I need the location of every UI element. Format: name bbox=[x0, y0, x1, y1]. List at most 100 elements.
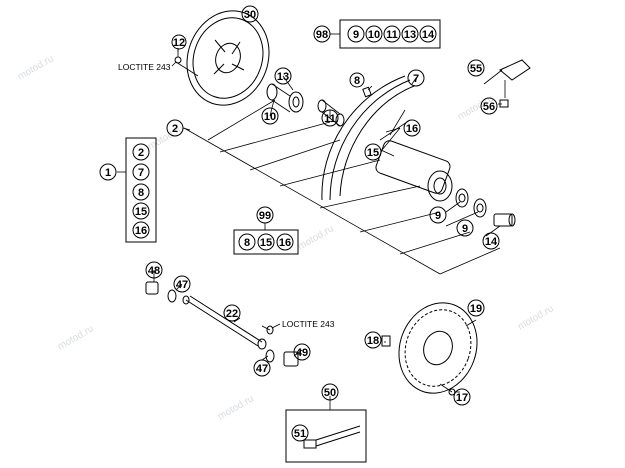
callout-9-right[interactable]: 9 bbox=[456, 219, 474, 237]
svg-text:14: 14 bbox=[485, 236, 498, 248]
svg-text:55: 55 bbox=[470, 63, 482, 75]
watermark: motod.ru bbox=[216, 393, 256, 422]
svg-text:15: 15 bbox=[135, 206, 147, 218]
svg-text:98: 98 bbox=[316, 29, 328, 41]
wheel-bearings-9 bbox=[455, 188, 487, 218]
watermark: motod.ru bbox=[56, 323, 96, 352]
svg-text:19: 19 bbox=[470, 303, 482, 315]
small-bolt bbox=[266, 325, 274, 335]
svg-text:11: 11 bbox=[324, 113, 336, 125]
washer-47-bottom bbox=[265, 349, 275, 363]
svg-text:12: 12 bbox=[173, 37, 185, 49]
svg-text:16: 16 bbox=[135, 225, 147, 237]
svg-text:2: 2 bbox=[138, 147, 144, 159]
valve-55 bbox=[499, 59, 531, 98]
axle-nut-48 bbox=[145, 281, 159, 295]
watermark: motod.ru bbox=[296, 223, 336, 252]
group-98-item[interactable]: 14 bbox=[419, 25, 437, 43]
svg-text:15: 15 bbox=[260, 237, 272, 249]
wheel-axle bbox=[182, 295, 267, 350]
svg-text:22: 22 bbox=[226, 308, 238, 320]
svg-text:49: 49 bbox=[296, 347, 308, 359]
callout-14[interactable]: 14 bbox=[482, 232, 500, 250]
group-1-item[interactable]: 15 bbox=[132, 202, 150, 220]
callout-19[interactable]: 19 bbox=[467, 299, 485, 317]
svg-text:7: 7 bbox=[138, 167, 144, 179]
loctite-note-top: LOCTITE 243 bbox=[118, 62, 171, 72]
watermark: motod.ru bbox=[516, 303, 556, 332]
washer-47-top bbox=[167, 289, 177, 303]
nipple-8 bbox=[362, 86, 372, 98]
svg-text:7: 7 bbox=[413, 73, 419, 85]
group-99: 99 8 15 16 bbox=[233, 206, 299, 255]
group-1-item[interactable]: 16 bbox=[132, 221, 150, 239]
group-1-item[interactable]: 8 bbox=[132, 183, 150, 201]
group-99-item[interactable]: 15 bbox=[257, 233, 275, 251]
callout-17[interactable]: 17 bbox=[453, 388, 471, 406]
callout-56[interactable]: 56 bbox=[480, 97, 498, 115]
callout-1[interactable]: 1 bbox=[99, 163, 117, 181]
callout-9-left[interactable]: 9 bbox=[429, 206, 447, 224]
group-98-item[interactable]: 9 bbox=[347, 25, 365, 43]
brake-disc bbox=[186, 10, 270, 106]
group-1-item[interactable]: 2 bbox=[132, 143, 150, 161]
group-99-item[interactable]: 16 bbox=[276, 233, 294, 251]
callout-16[interactable]: 16 bbox=[403, 119, 421, 137]
callout-13[interactable]: 13 bbox=[274, 67, 292, 85]
callout-15[interactable]: 15 bbox=[364, 143, 382, 161]
sprocket-bolt-17 bbox=[439, 383, 456, 396]
callout-2[interactable]: 2 bbox=[166, 119, 184, 137]
group-98-item[interactable]: 11 bbox=[383, 25, 401, 43]
callout-10[interactable]: 10 bbox=[261, 107, 279, 125]
svg-text:11: 11 bbox=[386, 29, 398, 41]
callout-12[interactable]: 12 bbox=[171, 34, 187, 50]
group-1-item[interactable]: 7 bbox=[132, 163, 150, 181]
group-98: 98 9 10 11 13 14 bbox=[313, 19, 441, 49]
wheel-rim bbox=[321, 75, 415, 201]
svg-text:15: 15 bbox=[367, 147, 379, 159]
svg-text:30: 30 bbox=[244, 9, 256, 21]
group-98-item[interactable]: 13 bbox=[401, 25, 419, 43]
svg-text:8: 8 bbox=[354, 75, 360, 87]
callout-22[interactable]: 22 bbox=[223, 304, 241, 322]
callout-48[interactable]: 48 bbox=[145, 261, 163, 279]
svg-text:13: 13 bbox=[277, 71, 289, 83]
callouts: 30 12 13 11 8 7 2 10 16 15 1 55 56 9 9 1… bbox=[99, 5, 500, 442]
callout-55[interactable]: 55 bbox=[467, 59, 485, 77]
callout-47-top[interactable]: 47 bbox=[173, 275, 191, 293]
callout-11[interactable]: 11 bbox=[321, 109, 339, 127]
callout-51[interactable]: 51 bbox=[291, 424, 309, 442]
svg-text:99: 99 bbox=[259, 210, 271, 222]
callout-18[interactable]: 18 bbox=[364, 331, 382, 349]
nut-56 bbox=[499, 99, 509, 108]
svg-text:10: 10 bbox=[264, 111, 276, 123]
group-1: 2 7 8 15 16 bbox=[125, 137, 157, 243]
watermark: motod.ru bbox=[16, 53, 56, 82]
svg-text:2: 2 bbox=[172, 123, 178, 135]
svg-text:50: 50 bbox=[324, 387, 336, 399]
callout-49[interactable]: 49 bbox=[293, 343, 311, 361]
svg-text:9: 9 bbox=[435, 210, 441, 222]
svg-text:10: 10 bbox=[368, 29, 380, 41]
group-99-item[interactable]: 8 bbox=[238, 233, 256, 251]
svg-text:9: 9 bbox=[353, 29, 359, 41]
svg-text:16: 16 bbox=[406, 123, 418, 135]
leader-lines bbox=[117, 48, 503, 393]
svg-text:1: 1 bbox=[105, 167, 111, 179]
svg-text:16: 16 bbox=[279, 237, 291, 249]
svg-text:51: 51 bbox=[294, 428, 306, 440]
chain-box bbox=[285, 396, 367, 463]
group-98-item[interactable]: 10 bbox=[365, 25, 383, 43]
svg-text:18: 18 bbox=[367, 335, 379, 347]
svg-text:17: 17 bbox=[456, 392, 468, 404]
sprocket-nut-18 bbox=[381, 335, 391, 347]
callout-7[interactable]: 7 bbox=[407, 69, 425, 87]
svg-text:14: 14 bbox=[422, 29, 435, 41]
callout-50[interactable]: 50 bbox=[321, 383, 339, 401]
svg-text:13: 13 bbox=[404, 29, 416, 41]
callout-30[interactable]: 30 bbox=[241, 5, 259, 23]
callout-8[interactable]: 8 bbox=[349, 72, 365, 88]
loctite-note-mid: LOCTITE 243 bbox=[282, 319, 335, 329]
callout-47-bottom[interactable]: 47 bbox=[253, 359, 271, 377]
